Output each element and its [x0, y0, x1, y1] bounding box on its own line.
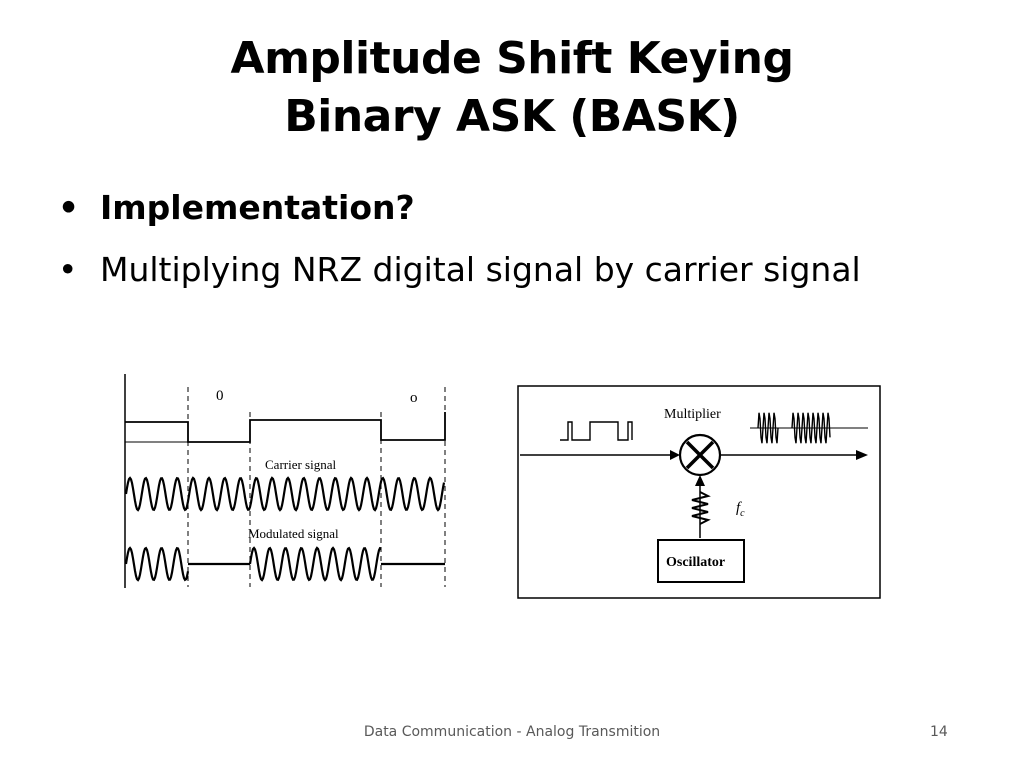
input-nrz-signal — [560, 421, 633, 441]
waveform-figure: 0 o Carrier signal Modulated signal — [124, 374, 446, 588]
bullet-item-implementation: • Implementation? — [58, 190, 861, 226]
modulated-signal — [124, 546, 445, 582]
input-arrow-icon — [670, 450, 680, 460]
oscillator-label: Oscillator — [666, 555, 725, 570]
output-modulated-signal — [757, 412, 831, 444]
oscillator-arrow-icon — [695, 475, 705, 486]
modulated-label: Modulated signal — [248, 526, 339, 541]
page-number: 14 — [930, 724, 948, 740]
diagram-frame — [517, 385, 881, 599]
bullet-icon: • — [58, 188, 80, 227]
carrier-label: Carrier signal — [265, 457, 337, 472]
bit-label-o: o — [410, 390, 418, 406]
bullet-text: Implementation? — [100, 188, 415, 227]
output-arrow-icon — [856, 450, 868, 460]
nrz-signal — [125, 412, 446, 443]
slide-title: Amplitude Shift Keying Binary ASK (BASK) — [0, 30, 1024, 146]
bit-label-0: 0 — [216, 388, 224, 404]
carrier-signal — [124, 476, 446, 512]
bullet-item-multiplying: • Multiplying NRZ digital signal by carr… — [58, 252, 861, 288]
multiplier-label: Multiplier — [664, 407, 721, 422]
fc-label: fc — [736, 500, 745, 519]
bullet-icon: • — [58, 250, 78, 289]
block-diagram: Multiplier fc Oscillator — [517, 385, 881, 599]
footer-text: Data Communication - Analog Transmition — [363, 724, 661, 740]
carrier-spring-icon — [691, 491, 711, 525]
bullet-text: Multiplying NRZ digital signal by carrie… — [100, 250, 861, 289]
oscillator-box — [657, 539, 745, 583]
bullet-list: • Implementation? • Multiplying NRZ digi… — [58, 190, 861, 314]
title-line-1: Amplitude Shift Keying — [230, 33, 794, 84]
title-line-2: Binary ASK (BASK) — [284, 91, 740, 142]
